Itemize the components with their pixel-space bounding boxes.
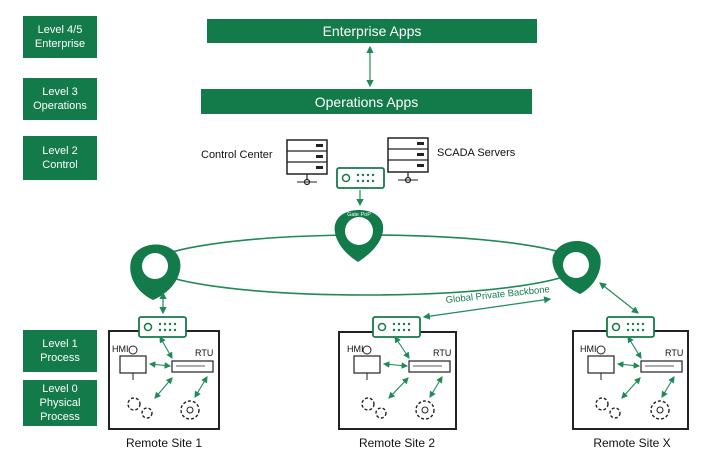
level-label: Level 2	[42, 145, 78, 157]
site-x-rtu-label: RTU	[665, 348, 683, 358]
level-label: Level 4/5	[37, 24, 83, 36]
level-label: Level 3	[42, 86, 78, 98]
enterprise-apps-bar: Enterprise Apps	[207, 19, 537, 43]
level-1-process-box: Level 1 Process	[23, 330, 97, 372]
remote-site-1-label: Remote Site 1	[125, 436, 203, 450]
level-label: Level 0	[42, 383, 78, 395]
site-x-edge-device-icon	[606, 316, 655, 338]
site-2-internals	[353, 336, 451, 420]
site-x-internals	[587, 336, 683, 420]
remote-site-x-label: Remote Site X	[593, 436, 671, 450]
level-name: Physical	[39, 397, 81, 409]
level-name: Process	[40, 352, 80, 364]
level-name: Enterprise	[34, 38, 86, 50]
gate-pop-label: Gate PoP	[347, 212, 371, 218]
level-label: Level 1	[42, 338, 78, 350]
site-1-rtu-label: RTU	[195, 348, 213, 358]
site-1-internals	[119, 336, 214, 420]
gate-pop-node-icon	[334, 210, 384, 262]
level-3-operations-box: Level 3 Operations	[23, 78, 97, 120]
control-center-server-icon	[286, 139, 328, 186]
right-pop-node-icon	[552, 241, 601, 294]
remote-site-2-label: Remote Site 2	[358, 436, 436, 450]
control-center-label: Control Center	[201, 149, 273, 161]
site-1-hmi-label: HMI	[112, 344, 129, 354]
left-pop-node-icon	[130, 244, 181, 300]
level-name-2: Process	[40, 411, 80, 423]
site-2-edge-device-icon	[372, 316, 421, 338]
control-edge-device-icon	[336, 167, 385, 189]
site-2-hmi-label: HMI	[347, 344, 364, 354]
level-2-control-box: Level 2 Control	[23, 136, 97, 180]
backbone-to-site-2-arrow	[422, 296, 552, 320]
site-2-rtu-label: RTU	[433, 348, 451, 358]
level-name: Operations	[33, 100, 87, 112]
level-0-physical-process-box: Level 0 Physical Process	[23, 380, 97, 426]
global-backbone-label: Global Private Backbone	[445, 284, 550, 306]
operations-apps-bar: Operations Apps	[201, 89, 532, 114]
site-1-edge-device-icon	[138, 316, 187, 338]
scada-servers-label: SCADA Servers	[437, 147, 516, 159]
level-4-5-enterprise-box: Level 4/5 Enterprise	[23, 16, 97, 58]
site-x-hmi-label: HMI	[580, 344, 597, 354]
pop-to-site-x-arrow	[599, 282, 639, 314]
scada-server-icon	[387, 137, 429, 184]
level-name: Control	[42, 159, 78, 171]
